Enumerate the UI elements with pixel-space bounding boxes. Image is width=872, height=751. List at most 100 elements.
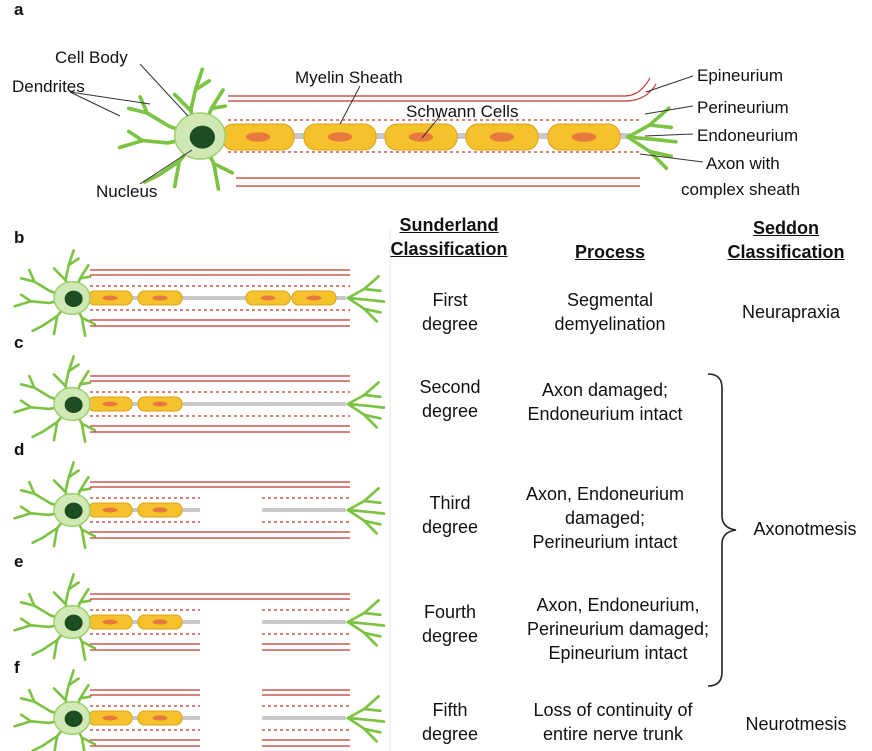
- label-schwann-cells: Schwann Cells: [406, 102, 518, 122]
- header-seddon: Seddon Classification: [716, 216, 856, 264]
- process-1-line2: demyelination: [500, 312, 720, 336]
- panel-a-leader-3: [140, 150, 192, 184]
- degree-cell-4: Fourth degree: [400, 600, 500, 648]
- panel-c-dendrite-1: [54, 374, 65, 385]
- panel-a-terminal-branch-0: [628, 108, 669, 137]
- degree-5-line1: Fifth: [400, 698, 500, 722]
- panel-f-axon-gap: [200, 714, 262, 722]
- process-cell-1: Segmental demyelination: [500, 288, 720, 336]
- panel-c-schwann-nucleus-0: [103, 401, 118, 406]
- panel-e-dendrite-10: [80, 601, 90, 603]
- panel-d-dendrite-1: [54, 480, 65, 491]
- degree-4-line2: degree: [400, 624, 500, 648]
- panel-e-dendrite-1: [54, 592, 65, 603]
- process-cell-5: Loss of continuity of entire nerve trunk: [500, 698, 726, 746]
- panel-a-dendrite-6: [129, 131, 143, 140]
- header-seddon-line1: Seddon: [716, 216, 856, 240]
- panel-e-axon-gap: [200, 618, 262, 626]
- label-myelin-sheath: Myelin Sheath: [295, 68, 403, 88]
- process-4-line1: Axon, Endoneurium,: [498, 593, 738, 617]
- process-cell-2: Axon damaged; Endoneurium intact: [495, 378, 715, 426]
- panel-a-terminal-branch-1: [650, 125, 672, 127]
- panel-e-terminal-branch-1: [364, 613, 380, 615]
- panel-b-terminal-branch-1: [364, 289, 380, 291]
- panel-a-epineurium-flare-1: [625, 78, 650, 96]
- process-2-line1: Axon damaged;: [495, 378, 715, 402]
- panel-a-schwann-nucleus-4: [572, 132, 596, 141]
- process-4-line2: Perineurium damaged;: [498, 617, 738, 641]
- panel-e-schwann-nucleus-1: [153, 619, 168, 624]
- degree-cell-1: First degree: [400, 288, 500, 336]
- panel-f-dendrite-1: [54, 688, 65, 699]
- label-axon-line2: complex sheath: [681, 180, 800, 200]
- label-epineurium: Epineurium: [697, 66, 783, 86]
- panel-b-dendrite-1: [54, 268, 65, 279]
- panel-b-schwann-nucleus-1: [153, 295, 168, 300]
- panel-a-dendrite-10: [212, 106, 226, 108]
- panel-c-dendrite-10: [80, 383, 90, 385]
- seddon-neurotmesis: Neurotmesis: [730, 712, 862, 736]
- panel-a-leader-0: [140, 64, 188, 116]
- panel-d-terminal-branch-1: [364, 501, 380, 503]
- degree-1-line2: degree: [400, 312, 500, 336]
- process-3-line3: Perineurium intact: [495, 530, 715, 554]
- process-3-line2: damaged;: [495, 506, 715, 530]
- panel-d-terminal-branch-0: [348, 488, 379, 510]
- panel-b-dendrite-6: [21, 295, 31, 302]
- header-process: Process: [560, 240, 660, 264]
- panel-a-epineurium-flare-2: [625, 84, 656, 101]
- panel-f-terminal-branch-0: [348, 696, 379, 718]
- panel-b-schwann-nucleus-2: [261, 295, 276, 300]
- panel-c-schwann-nucleus-1: [153, 401, 168, 406]
- panel-f-nucleus: [65, 711, 83, 727]
- seddon-neurapraxia: Neurapraxia: [730, 300, 852, 324]
- process-5-line2: entire nerve trunk: [500, 722, 726, 746]
- process-2-line2: Endoneurium intact: [495, 402, 715, 426]
- panel-f-schwann-nucleus-0: [103, 715, 118, 720]
- header-seddon-line2: Classification: [716, 240, 856, 264]
- panel-b-schwann-nucleus-0: [103, 295, 118, 300]
- panel-d-schwann-nucleus-0: [103, 507, 118, 512]
- panel-b-schwann-nucleus-3: [307, 295, 322, 300]
- panel-f-dendrite-6: [21, 715, 31, 722]
- degree-1-line1: First: [400, 288, 500, 312]
- process-cell-3: Axon, Endoneurium damaged; Perineurium i…: [495, 482, 715, 554]
- panel-f-terminal-branch-1: [364, 709, 380, 711]
- panel-a-dendrite-1: [175, 95, 191, 111]
- panel-b-terminal-branch-0: [348, 276, 379, 298]
- label-cell-body: Cell Body: [55, 48, 128, 68]
- degree-3-line1: Third: [400, 491, 500, 515]
- panel-a-leader-4: [340, 86, 360, 124]
- panel-c-terminal-branch-0: [348, 382, 379, 404]
- process-cell-4: Axon, Endoneurium, Perineurium damaged; …: [498, 593, 738, 665]
- panel-e-nucleus: [65, 615, 83, 631]
- degree-cell-3: Third degree: [400, 491, 500, 539]
- degree-2-line2: degree: [400, 399, 500, 423]
- degree-cell-2: Second degree: [400, 375, 500, 423]
- panel-b-nucleus: [65, 291, 83, 307]
- degree-3-line2: degree: [400, 515, 500, 539]
- process-5-line1: Loss of continuity of: [500, 698, 726, 722]
- panel-e-terminal-branch-0: [348, 600, 379, 622]
- degree-cell-5: Fifth degree: [400, 698, 500, 746]
- seddon-axonotmesis: Axonotmesis: [740, 517, 870, 541]
- panel-d-nucleus: [65, 503, 83, 519]
- header-process-text: Process: [560, 240, 660, 264]
- panel-a-nucleus: [190, 126, 215, 149]
- panel-a-schwann-nucleus-3: [490, 132, 514, 141]
- header-sunderland-line1: Sunderland: [382, 213, 516, 237]
- panel-a-schwann-nucleus-0: [246, 132, 270, 141]
- process-3-line1: Axon, Endoneurium: [495, 482, 715, 506]
- panel-d-dendrite-10: [80, 489, 90, 491]
- label-perineurium: Perineurium: [697, 98, 789, 118]
- process-4-line3: Epineurium intact: [498, 641, 738, 665]
- degree-2-line1: Second: [400, 375, 500, 399]
- label-axon-line1: Axon with: [706, 154, 780, 174]
- panel-d-schwann-nucleus-1: [153, 507, 168, 512]
- process-1-line1: Segmental: [500, 288, 720, 312]
- panel-f-dendrite-10: [80, 697, 90, 699]
- panel-a-schwann-nucleus-1: [328, 132, 352, 141]
- panel-a-leader-8: [645, 134, 693, 136]
- degree-4-line1: Fourth: [400, 600, 500, 624]
- label-dendrites: Dendrites: [12, 77, 85, 97]
